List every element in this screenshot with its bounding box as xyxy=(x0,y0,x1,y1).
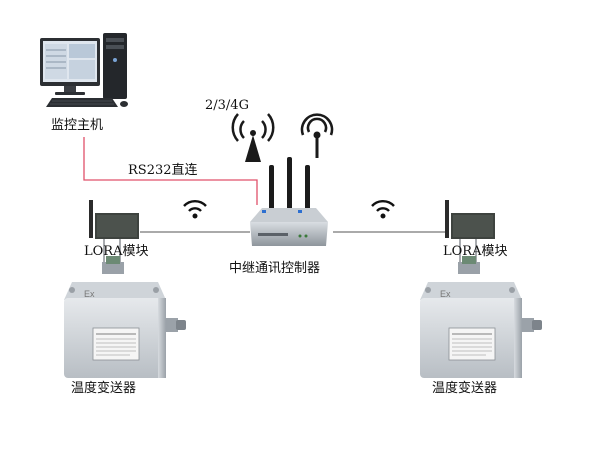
lora-module-icon-left xyxy=(89,200,139,266)
svg-text:Ex: Ex xyxy=(84,289,95,299)
antenna-signal-icon xyxy=(300,113,334,158)
controller-label: 中继通讯控制器 xyxy=(229,261,321,276)
left-transmitter-label: 温度变送器 xyxy=(71,381,137,396)
right-lora-label: LORA模块 xyxy=(443,244,508,259)
svg-text:Ex: Ex xyxy=(440,289,451,299)
rs232-link-line xyxy=(83,137,258,205)
right-transmitter-label: 温度变送器 xyxy=(432,381,498,396)
lora-module-icon-right xyxy=(445,200,495,266)
wifi-icon-left xyxy=(183,200,207,219)
network-label: 2/3/4G xyxy=(205,98,249,113)
rs232-label: RS232直连 xyxy=(128,163,198,178)
cell-tower-icon xyxy=(231,113,275,162)
transmitter-box-icon-right: Ex xyxy=(420,256,542,378)
router-icon xyxy=(250,157,328,246)
computer-icon xyxy=(40,33,128,107)
left-lora-label: LORA模块 xyxy=(84,244,149,259)
host-label: 监控主机 xyxy=(51,118,104,133)
transmitter-box-icon-left: Ex xyxy=(64,256,186,378)
wifi-icon-right xyxy=(371,200,395,219)
